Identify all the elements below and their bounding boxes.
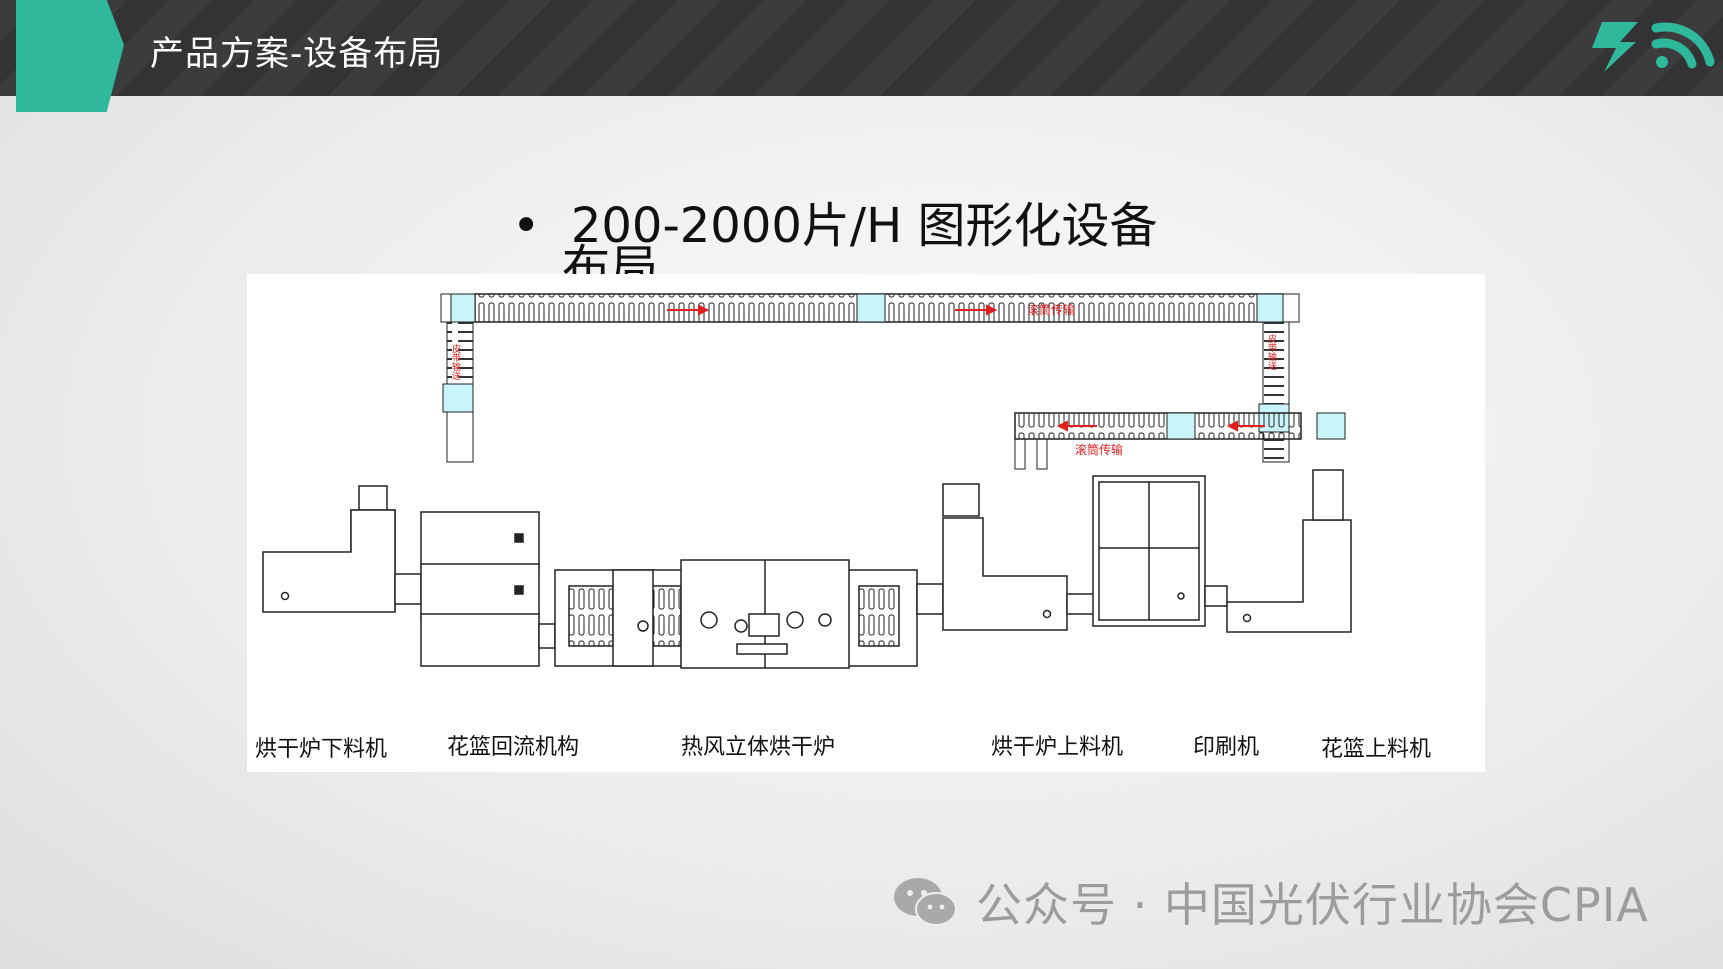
wechat-icon <box>894 878 957 926</box>
machine-labels: 烘干炉下料机 花篮回流机构 热风立体烘干炉 烘干炉上料机 印刷机 花篮上料机 <box>255 735 1431 762</box>
middle-roller-conveyor: 滚筒传输 <box>1014 412 1346 457</box>
top-roller-conveyor: 滚筒传输 <box>446 293 1286 323</box>
bolt-icon <box>1592 22 1638 72</box>
footer-text: 公众号 · 中国光伏行业协会CPIA <box>976 878 1649 932</box>
label-basket-loader: 花篮上料机 <box>1321 737 1431 762</box>
right-vertical-belt: 皮带输送 <box>1258 321 1290 463</box>
bullet-point: • 200-2000片/H 图形化设备 <box>512 186 1157 256</box>
equipment-layout-diagram: 滚筒传输 皮带输送 皮带输送 滚筒传输 <box>247 274 1485 772</box>
wifi-signal-icon <box>1651 22 1715 69</box>
bullet-wrap-text: 布局 <box>562 240 659 274</box>
basket-return-unit <box>420 511 556 667</box>
label-dryer-unloader: 烘干炉下料机 <box>255 737 387 762</box>
page-title: 产品方案-设备布局 <box>150 34 444 74</box>
flow-arrow <box>1056 420 1265 432</box>
footer-watermark: 公众号 · 中国光伏行业协会CPIA <box>892 872 1649 932</box>
label-dryer-loader: 烘干炉上料机 <box>991 735 1123 760</box>
left-vertical-label: 皮带输送 <box>450 343 461 381</box>
flow-arrow <box>667 304 998 316</box>
mid-conveyor-label: 滚筒传输 <box>1075 442 1123 457</box>
basket-loader <box>1226 469 1352 633</box>
layout-drawing: 滚筒传输 皮带输送 皮带输送 滚筒传输 <box>255 293 1431 762</box>
header-bar: 产品方案-设备布局 <box>0 0 1723 112</box>
logo <box>1592 22 1715 72</box>
dryer-loader <box>916 483 1096 631</box>
accent-tab <box>16 0 124 112</box>
label-printer: 印刷机 <box>1193 735 1259 760</box>
label-basket-return: 花篮回流机构 <box>447 735 579 760</box>
bullet-text: 200-2000片/H 图形化设备 <box>570 198 1158 254</box>
label-hot-air-dryer: 热风立体烘干炉 <box>681 735 835 760</box>
hot-air-dryer <box>554 559 918 669</box>
top-conveyor-label: 滚筒传输 <box>1027 302 1075 317</box>
printer-machine <box>1092 475 1228 627</box>
right-vertical-label: 皮带输送 <box>1266 333 1277 371</box>
left-vertical-belt: 皮带输送 <box>442 321 474 463</box>
bullet-dot: • <box>512 198 571 254</box>
dryer-unloader <box>262 485 422 613</box>
